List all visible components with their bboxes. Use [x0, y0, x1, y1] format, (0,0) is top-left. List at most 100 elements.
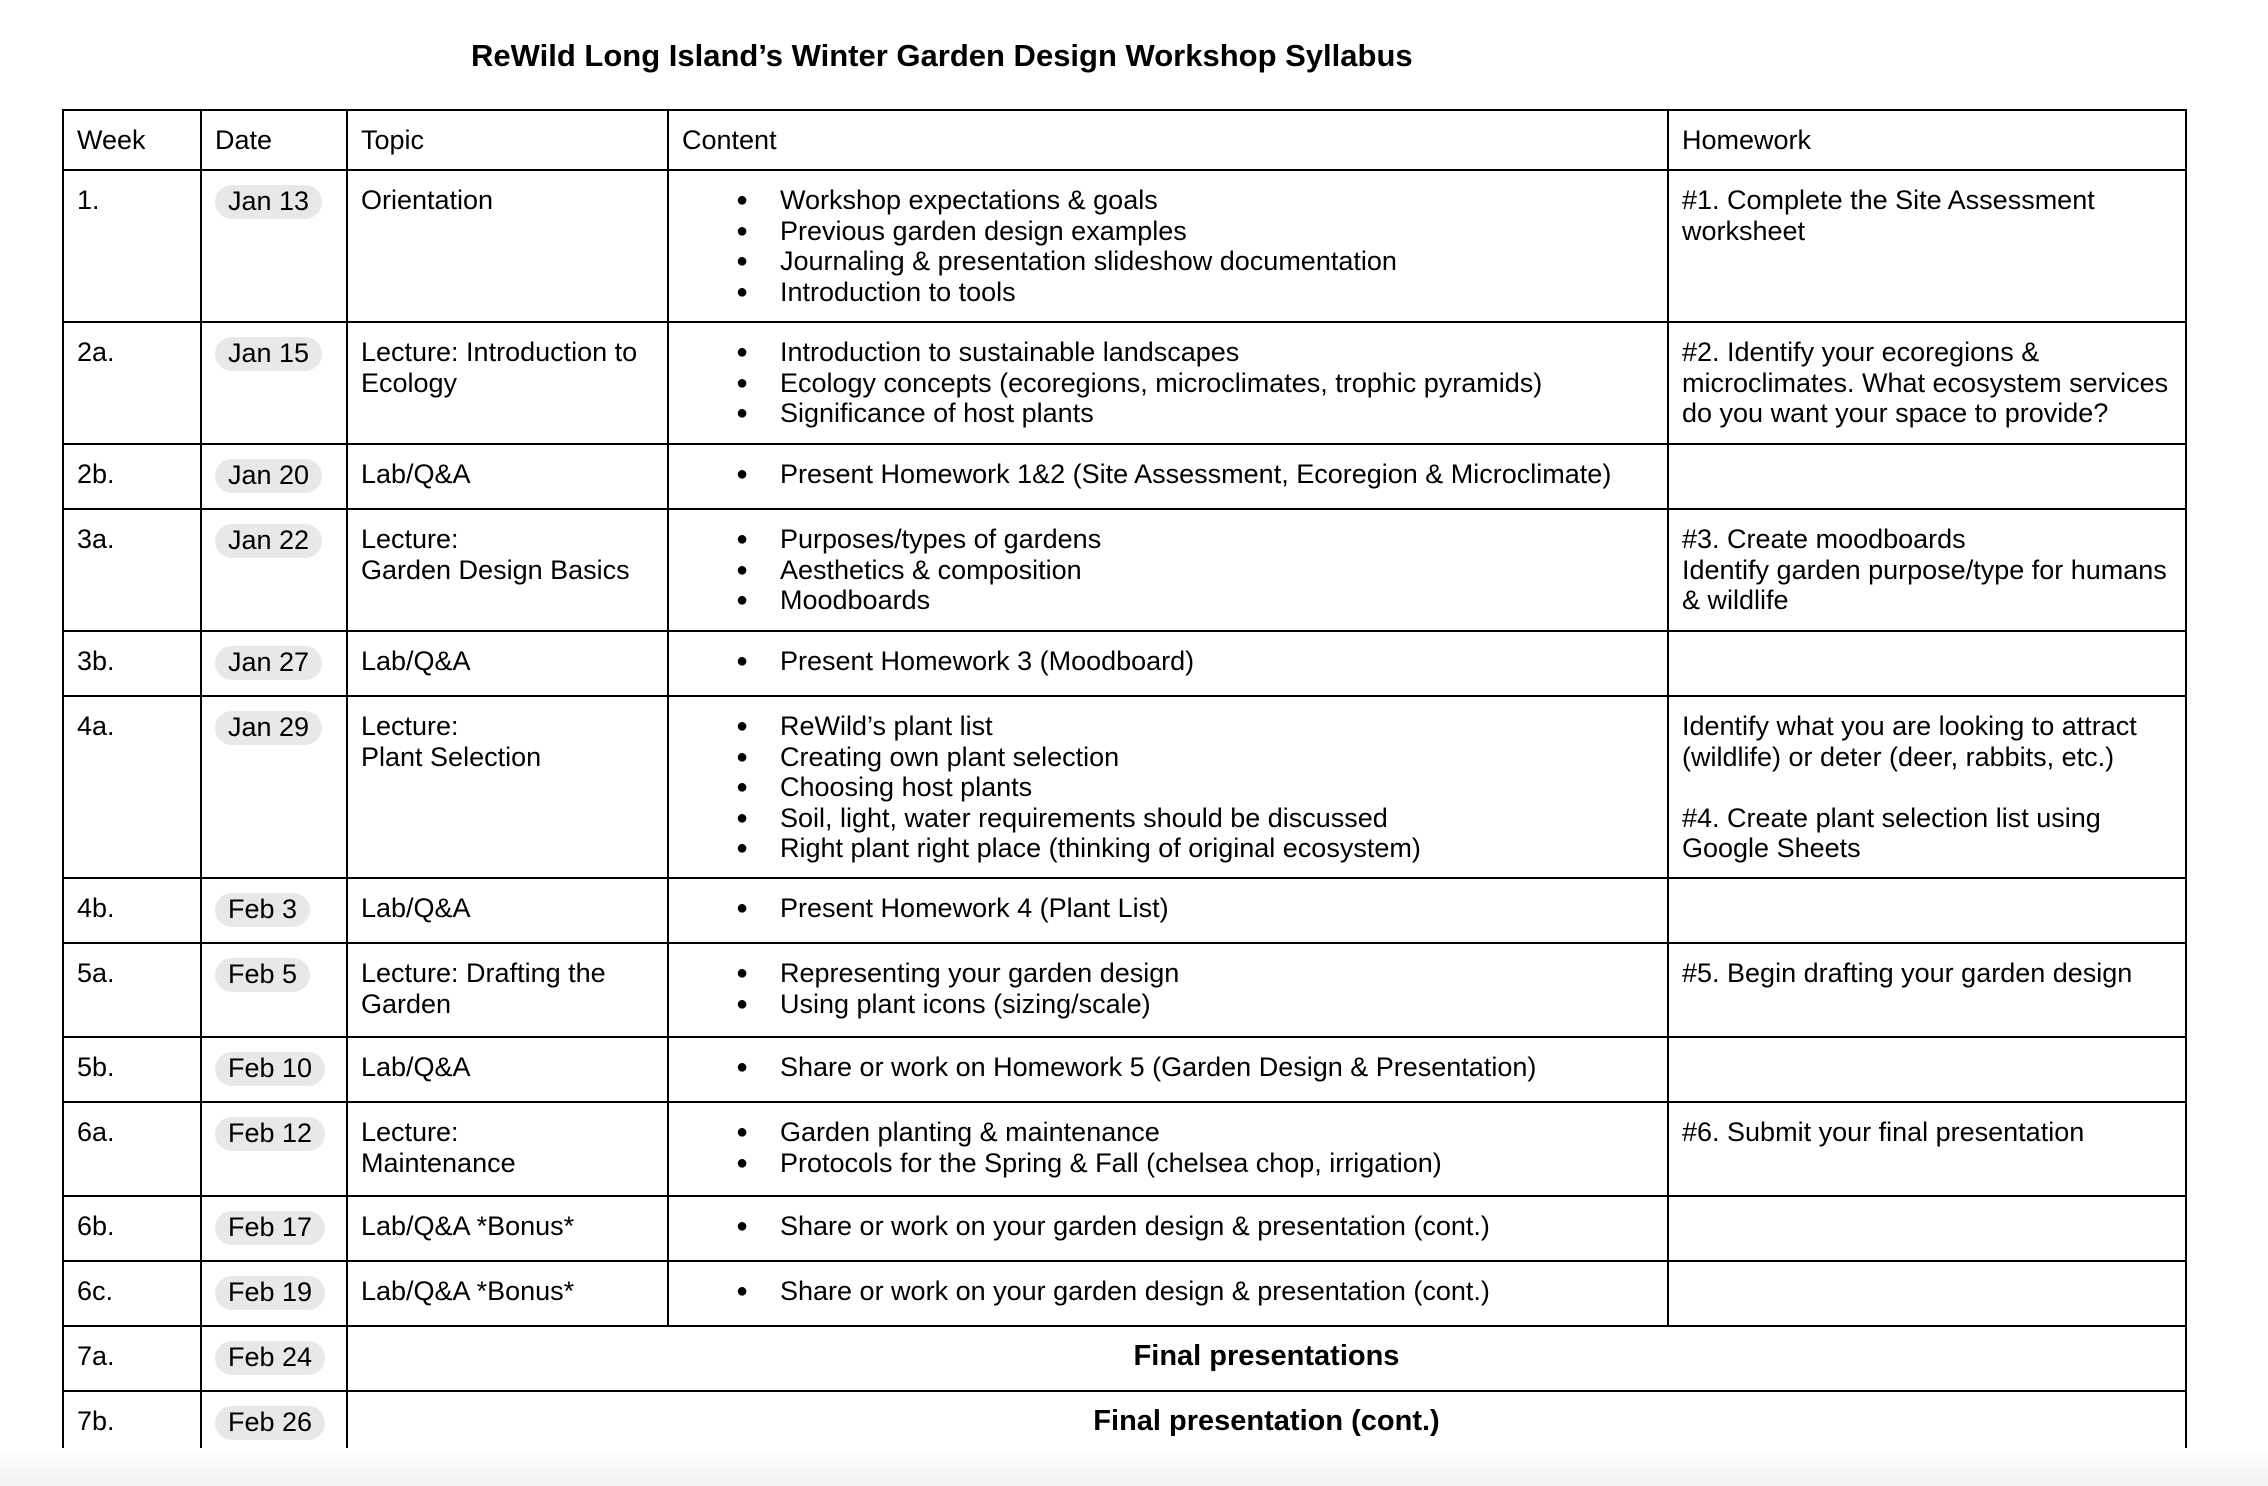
- topic-cell: Lecture:Maintenance: [346, 1101, 669, 1197]
- week-cell: 4a.: [62, 695, 202, 879]
- date-chip[interactable]: Jan 20: [215, 459, 323, 493]
- date-chip[interactable]: Jan 13: [215, 185, 323, 219]
- topic-line: Maintenance: [361, 1147, 516, 1178]
- homework-line: #2. Identify your ecoregions &: [1682, 337, 2040, 367]
- content-cell: Garden planting & maintenanceProtocols f…: [667, 1101, 1669, 1197]
- date-cell: Feb 3: [200, 877, 348, 944]
- syllabus-body: 1.Jan 13OrientationWorkshop expectations…: [62, 169, 2187, 1457]
- homework-cell: Identify what you are looking to attract…: [1667, 695, 2187, 879]
- date-chip[interactable]: Feb 26: [215, 1406, 326, 1440]
- topic-line: Garden Design Basics: [361, 554, 630, 585]
- topic-line: Lab/Q&A: [361, 893, 471, 923]
- date-chip[interactable]: Feb 19: [215, 1276, 326, 1310]
- list-item: Moodboards: [682, 585, 1654, 616]
- date-cell: Jan 13: [200, 169, 348, 323]
- header-week: Week: [62, 109, 202, 171]
- document-title: ReWild Long Island’s Winter Garden Desig…: [471, 38, 1413, 73]
- homework-line: #6. Submit your final presentation: [1682, 1117, 2085, 1147]
- table-row: 6b. Feb 17 Lab/Q&A *Bonus* Share or work on…: [62, 1195, 2187, 1262]
- homework-cell: [1667, 1036, 2187, 1103]
- topic-cell: Lecture:Garden Design Basics: [346, 508, 669, 632]
- homework-line: do you want your space to provide?: [1682, 398, 2109, 428]
- date-chip[interactable]: Jan 29: [215, 711, 323, 745]
- topic-line: Lecture:: [361, 524, 459, 554]
- topic-cell: Lab/Q&A: [346, 443, 669, 510]
- date-cell: Feb 24: [200, 1325, 348, 1392]
- header-homework: Homework: [1667, 109, 2187, 171]
- header-topic: Topic: [346, 109, 669, 171]
- date-cell: Jan 27: [200, 630, 348, 697]
- date-cell: Jan 29: [200, 695, 348, 879]
- date-chip[interactable]: Feb 5: [215, 958, 311, 992]
- week-cell: 5b.: [62, 1036, 202, 1103]
- date-chip[interactable]: Jan 22: [215, 524, 323, 558]
- topic-cell: Lecture:Plant Selection: [346, 695, 669, 879]
- homework-line: #1. Complete the Site Assessment: [1682, 185, 2095, 215]
- final-presentation-cell: Final presentation (cont.): [346, 1390, 2187, 1457]
- date-cell: Feb 5: [200, 942, 348, 1038]
- list-item: ReWild’s plant list: [682, 711, 1654, 742]
- date-chip[interactable]: Feb 12: [215, 1117, 326, 1151]
- date-chip[interactable]: Feb 17: [215, 1211, 326, 1245]
- content-list: Present Homework 1&2 (Site Assessment, E…: [682, 459, 1654, 490]
- week-cell: 6b.: [62, 1195, 202, 1262]
- topic-cell: Lab/Q&A: [346, 630, 669, 697]
- table-row: 2b. Jan 20 Lab/Q&A Present Homework 1&2 (Si…: [62, 443, 2187, 510]
- topic-line: Plant Selection: [361, 741, 542, 772]
- topic-line: Lab/Q&A: [361, 1052, 471, 1082]
- list-item: Representing your garden design: [682, 958, 1654, 989]
- topic-cell: Lab/Q&A: [346, 877, 669, 944]
- content-list: Workshop expectations & goalsPrevious ga…: [682, 185, 1654, 307]
- content-cell: Share or work on Homework 5 (Garden Desi…: [667, 1036, 1669, 1103]
- topic-cell: Lab/Q&A *Bonus*: [346, 1195, 669, 1262]
- header-content: Content: [667, 109, 1669, 171]
- week-cell: 3a.: [62, 508, 202, 632]
- date-chip[interactable]: Feb 24: [215, 1341, 326, 1375]
- week-cell: 6a.: [62, 1101, 202, 1197]
- topic-line: Lab/Q&A *Bonus*: [361, 1211, 575, 1241]
- content-list: Present Homework 3 (Moodboard): [682, 646, 1654, 677]
- homework-cell: [1667, 1195, 2187, 1262]
- content-cell: ReWild’s plant listCreating own plant se…: [667, 695, 1669, 879]
- list-item: Present Homework 4 (Plant List): [682, 893, 1654, 924]
- homework-cell: #2. Identify your ecoregions &microclima…: [1667, 321, 2187, 445]
- content-cell: Present Homework 4 (Plant List): [667, 877, 1669, 944]
- date-cell: Jan 20: [200, 443, 348, 510]
- list-item: Protocols for the Spring & Fall (chelsea…: [682, 1148, 1654, 1179]
- topic-cell: Lab/Q&A *Bonus*: [346, 1260, 669, 1327]
- date-cell: Feb 10: [200, 1036, 348, 1103]
- homework-line: [1682, 772, 2172, 803]
- content-cell: Share or work on your garden design & pr…: [667, 1195, 1669, 1262]
- list-item: Workshop expectations & goals: [682, 185, 1654, 216]
- list-item: Aesthetics & composition: [682, 555, 1654, 586]
- content-cell: Introduction to sustainable landscapesEc…: [667, 321, 1669, 445]
- content-list: Share or work on Homework 5 (Garden Desi…: [682, 1052, 1654, 1083]
- content-cell: Share or work on your garden design & pr…: [667, 1260, 1669, 1327]
- list-item: Introduction to sustainable landscapes: [682, 337, 1654, 368]
- homework-line: Identify garden purpose/type for humans: [1682, 554, 2167, 585]
- list-item: Share or work on your garden design & pr…: [682, 1276, 1654, 1307]
- syllabus-table: Week Date Topic Content Homework 1.Jan 1…: [62, 109, 2187, 1457]
- list-item: Soil, light, water requirements should b…: [682, 803, 1654, 834]
- list-item: Share or work on your garden design & pr…: [682, 1211, 1654, 1242]
- week-cell: 5a.: [62, 942, 202, 1038]
- week-cell: 2b.: [62, 443, 202, 510]
- list-item: Journaling & presentation slideshow docu…: [682, 246, 1654, 277]
- date-chip[interactable]: Jan 27: [215, 646, 323, 680]
- table-header-row: Week Date Topic Content Homework: [62, 109, 2187, 171]
- topic-line: Lecture:: [361, 1117, 459, 1147]
- date-chip[interactable]: Jan 15: [215, 337, 323, 371]
- homework-line: (wildlife) or deter (deer, rabbits, etc.…: [1682, 741, 2115, 772]
- final-presentation-cell: Final presentations: [346, 1325, 2187, 1392]
- topic-line: Lab/Q&A: [361, 646, 471, 676]
- date-chip[interactable]: Feb 10: [215, 1052, 326, 1086]
- topic-cell: Lab/Q&A: [346, 1036, 669, 1103]
- date-chip[interactable]: Feb 3: [215, 893, 311, 927]
- homework-cell: [1667, 877, 2187, 944]
- week-cell: 7b.: [62, 1390, 202, 1457]
